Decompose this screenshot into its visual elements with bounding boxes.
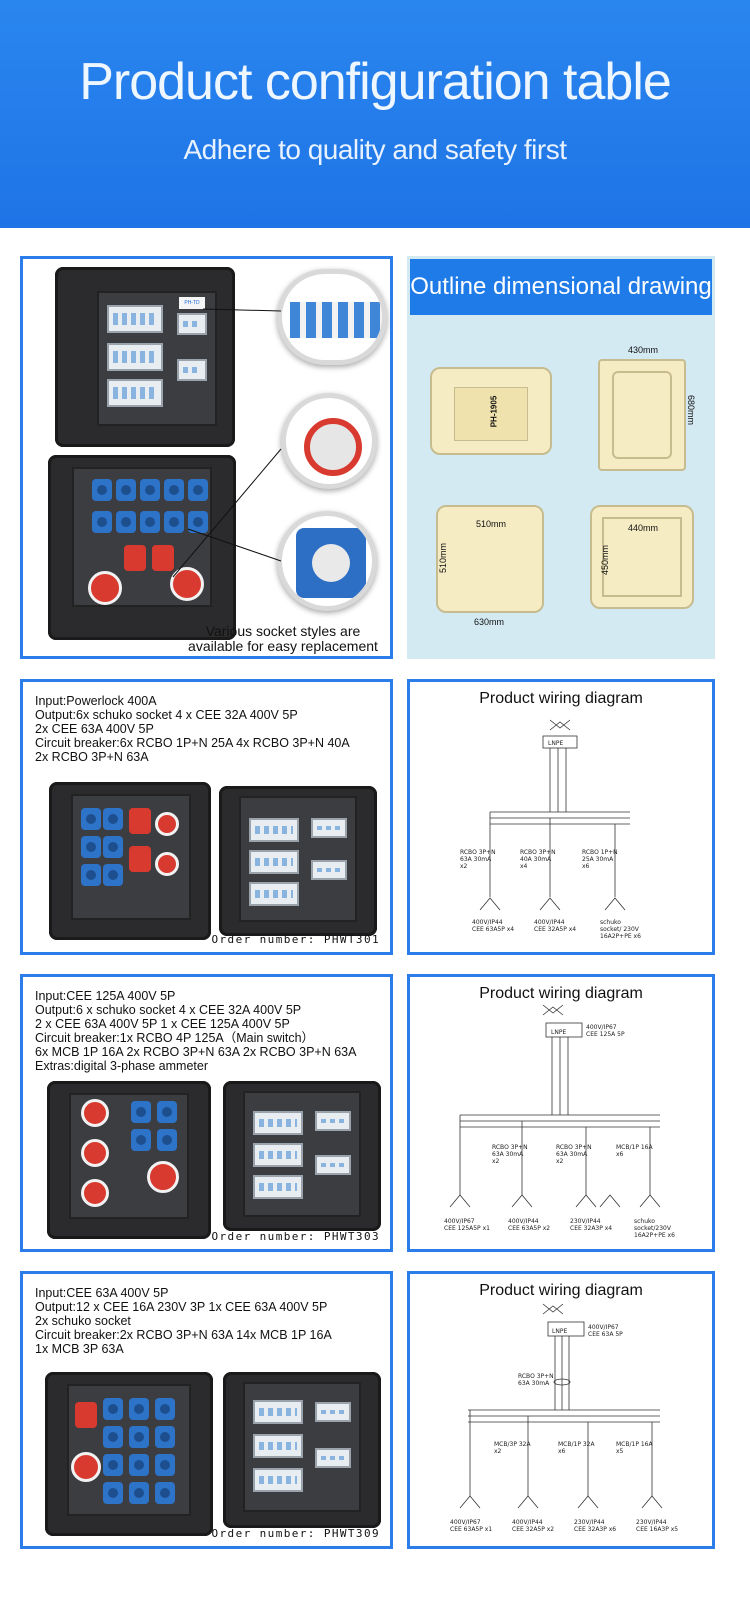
model-label: PH-1905 (489, 395, 499, 428)
product-photo-front (49, 782, 211, 940)
spec-line: 2x CEE 63A 400V 5P (35, 722, 154, 736)
spec-line: 2x RCBO 3P+N 63A (35, 750, 149, 764)
spec-line: Circuit breaker:1x RCBO 4P 125A（Main swi… (35, 1031, 315, 1045)
product-photo-breakers (219, 786, 377, 936)
header-banner: Product configuration table Adhere to qu… (0, 0, 750, 228)
product-photo-front (47, 1081, 211, 1239)
spec-line: 2x schuko socket (35, 1314, 131, 1328)
dim-680: 680mm (686, 394, 697, 426)
dim-510-top: 510mm (476, 519, 507, 529)
page-subtitle: Adhere to quality and safety first (183, 134, 568, 165)
order-number: Order number: PHWT309 (211, 1527, 380, 1540)
product-photo-breakers (223, 1372, 381, 1528)
spec-line: Output:6x schuko socket 4 x CEE 32A 400V… (35, 708, 298, 722)
product-spec-panel-2: Input:CEE 125A 400V 5P Output:6 x schuko… (20, 974, 393, 1252)
order-number: Order number: PHWT301 (211, 933, 380, 946)
showcase-caption: Various socket styles are available for … (173, 623, 390, 654)
wiring-title: Product wiring diagram (479, 985, 643, 1002)
page-title: Product configuration table (79, 53, 672, 111)
spec-line: Circuit breaker:6x RCBO 1P+N 25A 4x RCBO… (35, 736, 350, 750)
spec-line: 6x MCB 1P 16A 2x RCBO 3P+N 63A 2x RCBO 3… (35, 1045, 357, 1059)
spec-list: Input:Powerlock 400A Output:6x schuko so… (35, 694, 350, 764)
main-switch-label: LNPE (548, 740, 563, 747)
callout-lines (172, 308, 282, 578)
spec-line: 1x MCB 3P 63A (35, 1342, 124, 1356)
outline-title: Outline dimensional drawing (410, 259, 712, 315)
panel-view (590, 505, 694, 609)
brand-tag: PH-TD (179, 297, 205, 309)
order-number: Order number: PHWT303 (211, 1230, 380, 1243)
outline-drawing-area: PH-1905 430mm 680mm 510mm 510mm 630mm 44… (410, 315, 712, 656)
product-spec-panel-3: Input:CEE 63A 400V 5P Output:12 x CEE 16… (20, 1271, 393, 1549)
spec-line: Input:Powerlock 400A (35, 694, 157, 708)
spec-list: Input:CEE 63A 400V 5P Output:12 x CEE 16… (35, 1286, 332, 1356)
zoom-red-socket (281, 393, 377, 489)
caption-line-1: Various socket styles are (205, 623, 361, 639)
spec-line: Input:CEE 125A 400V 5P (35, 989, 176, 1003)
spec-list: Input:CEE 125A 400V 5P Output:6 x schuko… (35, 989, 356, 1073)
wiring-title: Product wiring diagram (479, 1282, 643, 1299)
caption-line-2: available for easy replacement (188, 638, 378, 654)
spec-line: Input:CEE 63A 400V 5P (35, 1286, 169, 1300)
wiring-title: Product wiring diagram (479, 690, 643, 707)
outline-panel: Outline dimensional drawing PH-1905 430m… (407, 256, 715, 659)
base-view (436, 505, 544, 613)
spec-line: Output:6 x schuko socket 4 x CEE 32A 400… (35, 1003, 302, 1017)
enclosure-socket-photo (48, 455, 236, 640)
spec-line: Extras:digital 3-phase ammeter (35, 1059, 208, 1073)
product-photo-front (45, 1372, 213, 1536)
dim-630: 630mm (474, 617, 505, 627)
enclosure-breaker-photo: PH-TD (55, 267, 235, 447)
main-switch-label: LNPE (551, 1029, 566, 1036)
dim-440: 440mm (628, 523, 659, 533)
spec-line: Output:12 x CEE 16A 230V 3P 1x CEE 63A 4… (35, 1300, 328, 1314)
dim-510-side: 510mm (438, 542, 449, 574)
dim-450: 450mm (600, 544, 611, 576)
product-photo-breakers (223, 1081, 381, 1231)
showcase-panel: PH-TD Various socket styles are availabl… (20, 256, 393, 659)
main-switch-label: LNPE (552, 1328, 567, 1335)
zoom-breakers (277, 269, 387, 365)
spec-line: Circuit breaker:2x RCBO 3P+N 63A 14x MCB… (35, 1328, 332, 1342)
spec-line: 2 x CEE 63A 400V 5P 1 x CEE 125A 400V 5P (35, 1017, 290, 1031)
product-spec-panel-1: Input:Powerlock 400A Output:6x schuko so… (20, 679, 393, 955)
dim-430: 430mm (628, 345, 659, 355)
